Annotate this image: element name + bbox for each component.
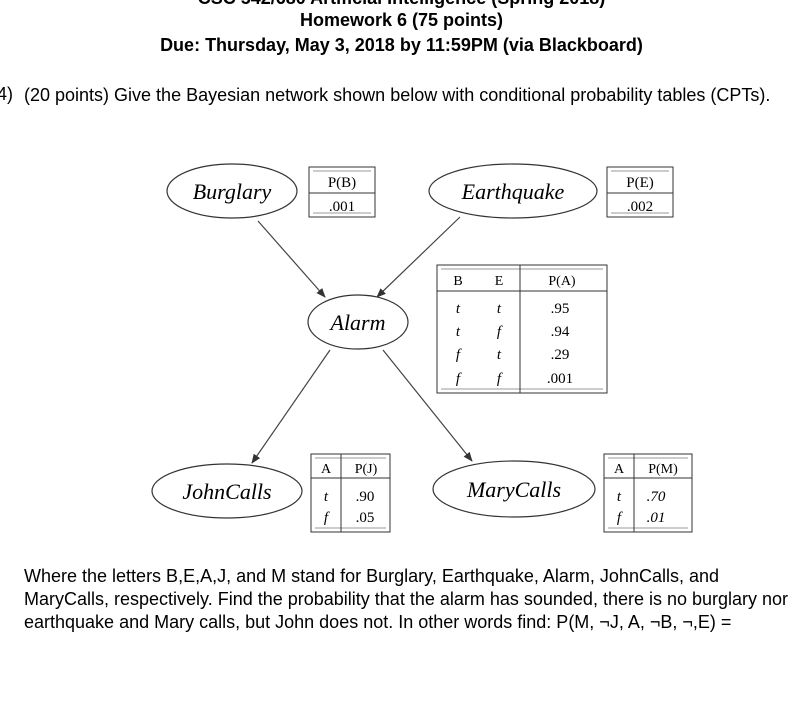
node-burglary: Burglary [166,163,298,219]
cpt-john-r1-a: t [324,489,329,505]
cpt-alarm-header-pa: P(A) [548,274,576,289]
cpt-alarm-r2-p: .94 [551,324,570,340]
cpt-mary-header-a: A [614,462,625,477]
homework-title: Homework 6 (75 points) [299,10,504,30]
cpt-alarm-r1-p: .95 [551,301,570,317]
cpt-alarm-r1-e: t [497,301,502,317]
course-title: CSC 542/680 Artificial Intelligence (Spr… [0,0,803,9]
node-earthquake: Earthquake [428,163,598,219]
cpt-earthquake-value: .002 [627,199,653,215]
edges [251,216,473,464]
due-date: Due: Thursday, May 3, 2018 by 11:59PM (v… [160,35,643,55]
node-burglary-label: Burglary [193,179,272,204]
cpt-alarm-header-e: E [495,274,504,289]
cpt-mary-r1-p: .70 [647,489,666,505]
cpt-earthquake-header: P(E) [626,175,654,191]
node-alarm: Alarm [307,294,409,350]
cpt-john-r2-a: f [324,510,330,526]
cpt-alarm-r4-p: .001 [547,371,573,387]
node-marycalls: MaryCalls [432,460,596,518]
cpt-john-header-a: A [321,462,332,477]
cpt-alarm [436,264,608,394]
cpt-john-r2-p: .05 [356,510,375,526]
cpt-mary-header-pm: P(M) [648,462,678,477]
cpt-burglary-header: P(B) [328,175,356,191]
node-marycalls-label: MaryCalls [466,477,561,502]
cpt-earthquake [606,166,674,218]
cpt-john [310,453,391,533]
node-earthquake-label: Earthquake [461,179,565,204]
edge-burglary-alarm [257,220,326,298]
cpt-mary [603,453,693,533]
cpt-alarm-r3-p: .29 [551,347,570,363]
cpt-mary-r2-a: f [617,510,623,526]
cpt-alarm-r1-b: t [456,301,461,317]
cpt-alarm-r2-e: f [497,324,503,340]
edge-alarm-johncalls [251,349,331,464]
cpt-alarm-r3-e: t [497,347,502,363]
edge-earthquake-alarm [376,216,461,298]
question-intro: (20 points) Give the Bayesian network sh… [24,85,771,105]
cpt-john-r1-p: .90 [356,489,375,505]
node-alarm-label: Alarm [329,310,386,335]
node-johncalls: JohnCalls [151,463,303,519]
edge-alarm-marycalls [382,349,473,462]
question-number: 4) [0,84,14,104]
question-footer: Where the letters B,E,A,J, and M stand f… [24,566,789,632]
cpt-mary-r1-a: t [617,489,622,505]
cpt-alarm-r4-e: f [497,371,503,387]
bayesian-network-diagram: Burglary Earthquake Alarm JohnCalls Mary… [151,163,693,533]
cpt-alarm-r4-b: f [456,371,462,387]
cpt-john-header-pj: P(J) [355,462,378,477]
cpt-burglary-value: .001 [329,199,355,215]
node-johncalls-label: JohnCalls [182,479,271,504]
cpt-burglary [308,166,376,218]
cpt-mary-r2-p: .01 [647,510,666,526]
cpt-alarm-r3-b: f [456,347,462,363]
cpt-alarm-r2-b: t [456,324,461,340]
cpt-alarm-header-b: B [453,274,462,289]
